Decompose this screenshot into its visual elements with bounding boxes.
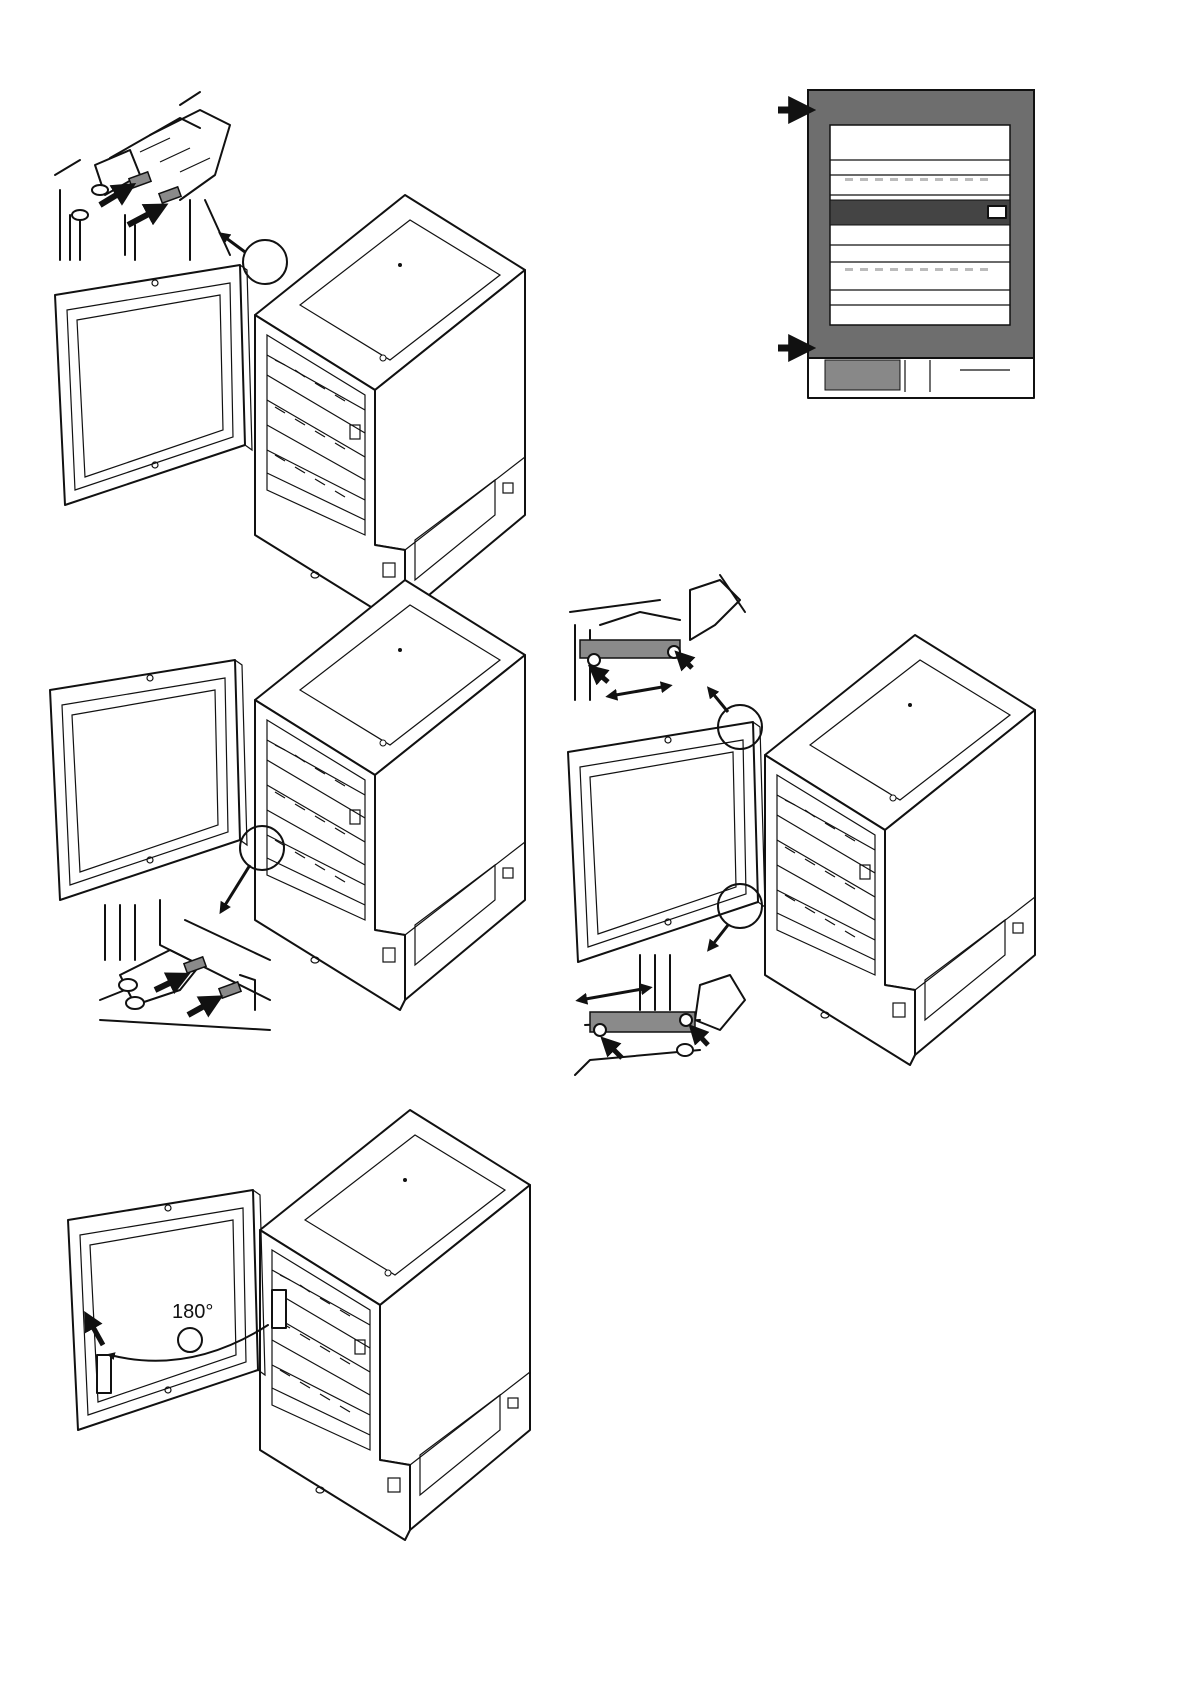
slide-arrow [580,988,648,1000]
detail-pointer-arrow [222,865,250,910]
detail-pointer-arrow [710,690,728,712]
lower-hinge-inset [575,955,745,1075]
push-arrow [694,1030,708,1045]
detail-pointer-arrow [710,925,728,948]
handle-new-position [97,1355,111,1393]
cabinet-body [255,580,525,1010]
slide-arrow [610,686,668,696]
vent-grille [825,360,900,390]
hinge-detail-inset [55,92,230,260]
figure-front-view [778,90,1034,398]
cabinet-body [255,195,525,625]
upper-hinge-inset [570,575,745,700]
open-door [55,265,252,505]
figure-bottom-left-handle-rotation: 180° [68,1110,530,1540]
cabinet-body [765,635,1035,1065]
hinge-detail-inset [100,900,270,1030]
open-door [50,660,247,900]
figure-middle-right-hinge-swap [568,575,1035,1075]
push-arrow [606,1042,622,1058]
detail-circle [243,240,287,284]
cabinet-body [260,1110,530,1540]
push-arrow [594,670,608,682]
push-arrow [128,208,160,225]
push-arrow [188,1000,215,1015]
figure-middle-left-lower-hinge [50,580,525,1030]
handle-original-position [272,1290,286,1328]
rotation-angle-label: 180° [172,1301,213,1323]
open-door [568,722,765,962]
push-arrow [155,977,182,990]
display-icon [988,206,1006,218]
push-arrow [680,656,692,668]
figure-top-left-hinge-removal [55,92,525,625]
control-panel [830,200,1010,225]
